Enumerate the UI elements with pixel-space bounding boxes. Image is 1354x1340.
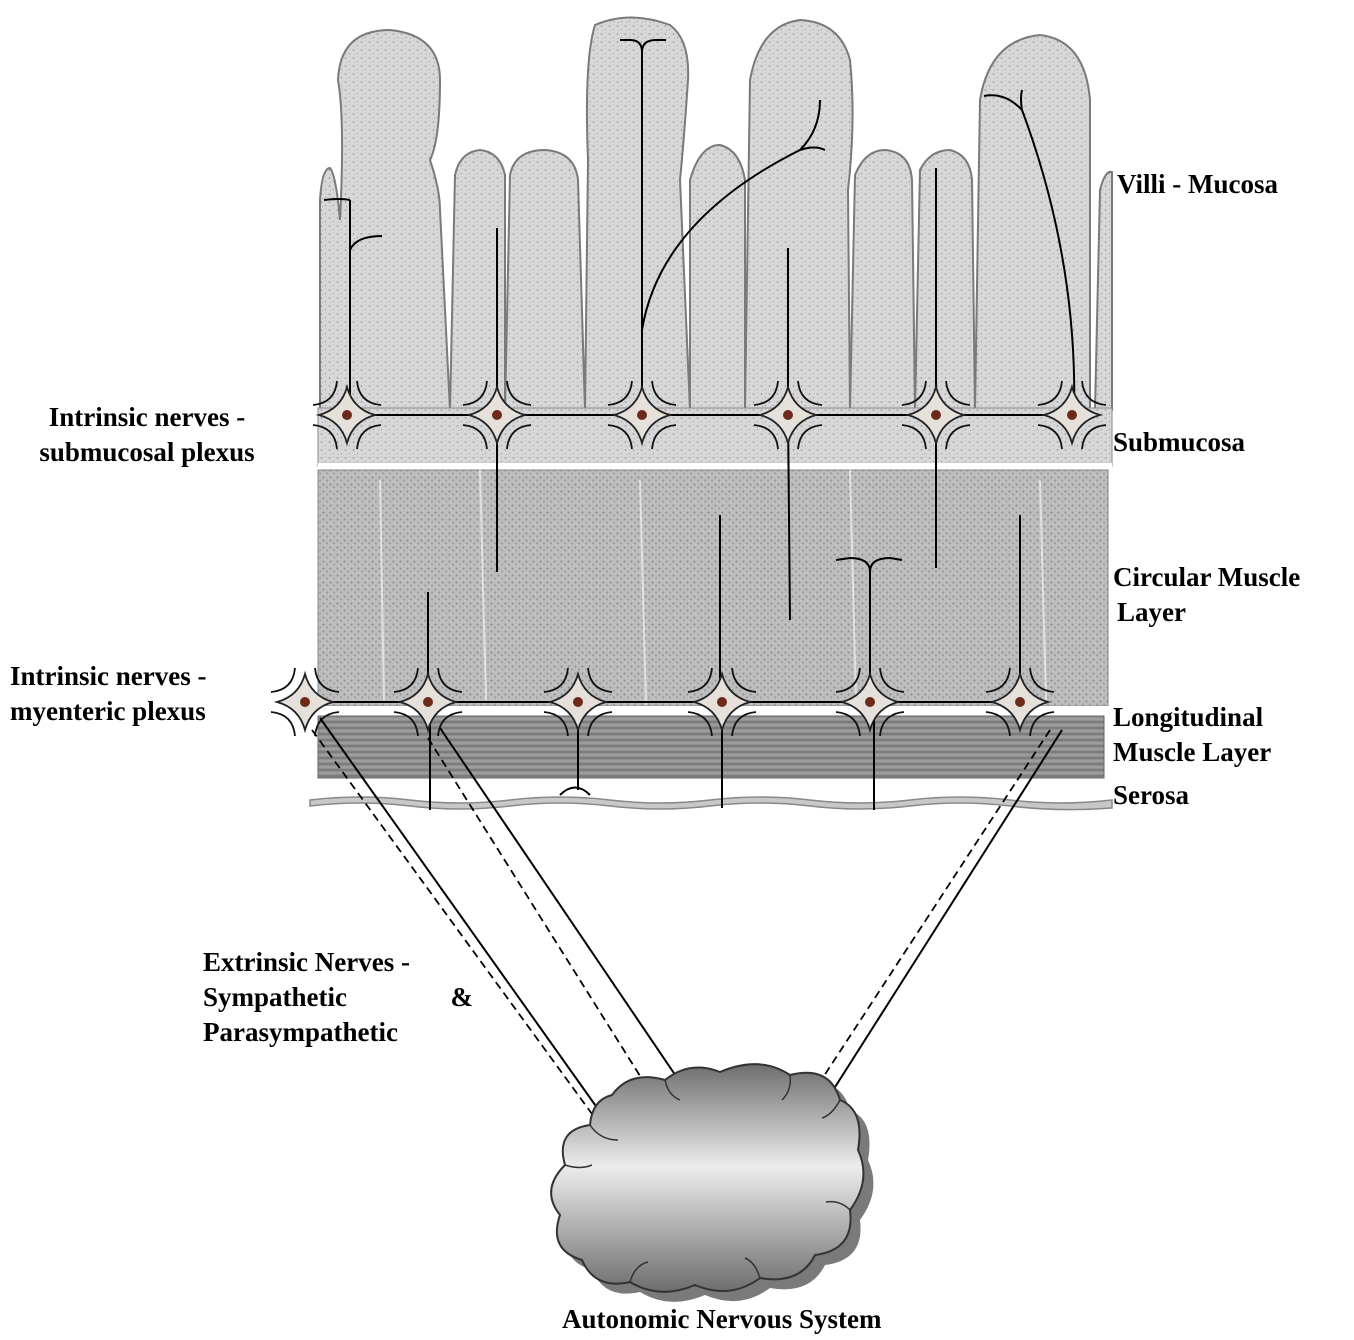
- label-longitudinal-muscle: Longitudinal Muscle Layer: [1113, 700, 1271, 770]
- label-serosa: Serosa: [1113, 778, 1189, 813]
- neuron-nucleus: [300, 697, 310, 707]
- label-extrinsic-line3: Parasympathetic: [203, 1015, 473, 1050]
- label-circular-muscle: Circular Muscle Layer: [1113, 560, 1300, 630]
- label-autonomic-nervous-system: Autonomic Nervous System: [562, 1302, 881, 1337]
- label-extrinsic-nerves: Extrinsic Nerves - Sympathetic & Parasym…: [203, 945, 473, 1050]
- label-myenteric-line2: myenteric plexus: [10, 694, 206, 729]
- neuron-nucleus: [783, 410, 793, 420]
- label-longitudinal-line1: Longitudinal: [1113, 700, 1271, 735]
- extrinsic-nerve-dashed-1: [312, 730, 600, 1125]
- label-submucosal-line2: submucosal plexus: [12, 435, 282, 470]
- label-circular-muscle-line1: Circular Muscle: [1113, 560, 1300, 595]
- autonomic-nervous-system-cloud: [551, 1064, 873, 1302]
- neuron-nucleus: [865, 697, 875, 707]
- extrinsic-nerve-dashed-3: [820, 730, 1050, 1082]
- label-myenteric-line1: Intrinsic nerves -: [10, 659, 206, 694]
- neuron-nucleus: [717, 697, 727, 707]
- villi-mucosa-layer: [320, 18, 1112, 411]
- neuron-nucleus: [1015, 697, 1025, 707]
- label-longitudinal-line2: Muscle Layer: [1113, 735, 1271, 770]
- circular-muscle-layer: [318, 470, 1108, 706]
- label-villi-mucosa: Villi - Mucosa: [1117, 167, 1278, 202]
- label-extrinsic-line2a: Sympathetic: [203, 980, 347, 1015]
- neuron-nucleus: [931, 410, 941, 420]
- label-circular-muscle-line2: Layer: [1113, 595, 1300, 630]
- neuron-nucleus: [1067, 410, 1077, 420]
- label-extrinsic-line1: Extrinsic Nerves -: [203, 945, 473, 980]
- label-submucosal-line1: Intrinsic nerves -: [12, 400, 282, 435]
- label-myenteric-plexus: Intrinsic nerves - myenteric plexus: [10, 659, 206, 729]
- neuron-nucleus: [637, 410, 647, 420]
- submucosa-layer: [318, 408, 1112, 466]
- neuron-nucleus: [492, 410, 502, 420]
- extrinsic-nerve-solid-1: [320, 718, 620, 1140]
- extrinsic-nerve-solid-2: [440, 728, 682, 1085]
- neuron-nucleus: [423, 697, 433, 707]
- extrinsic-nerve-solid-3: [830, 730, 1062, 1095]
- neuron-nucleus: [342, 410, 352, 420]
- longitudinal-muscle-layer: [318, 716, 1104, 778]
- label-submucosa: Submucosa: [1113, 425, 1245, 460]
- label-extrinsic-line2b: &: [451, 980, 474, 1015]
- label-submucosal-plexus: Intrinsic nerves - submucosal plexus: [12, 400, 282, 470]
- neuron-nucleus: [573, 697, 583, 707]
